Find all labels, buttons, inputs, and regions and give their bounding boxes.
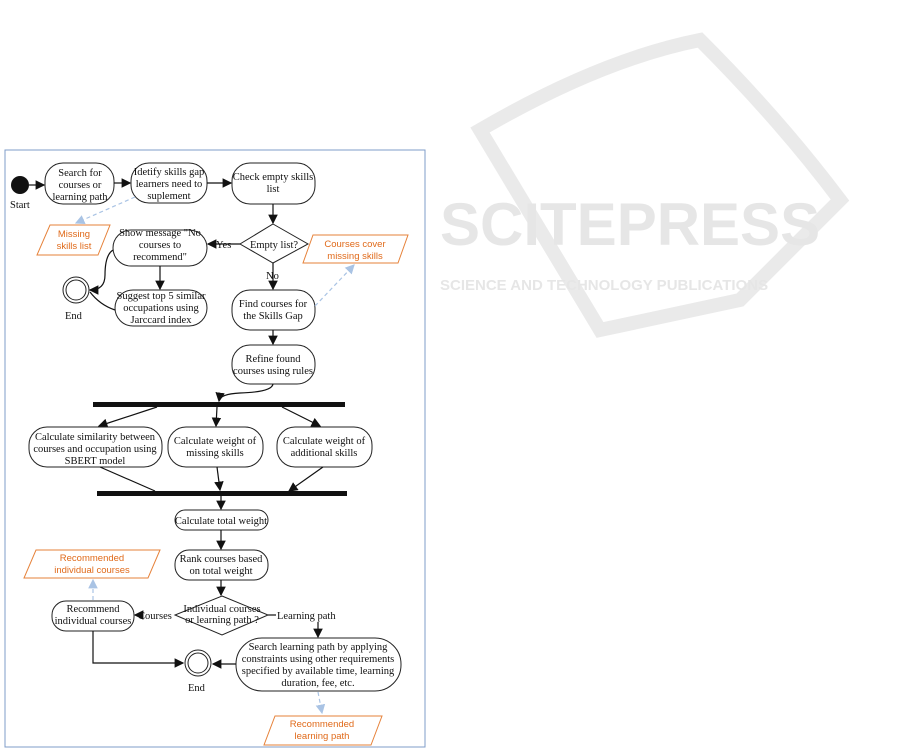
join-bar	[97, 491, 347, 496]
start-label: Start	[10, 200, 30, 211]
watermark-main: SCITEPRESS	[440, 191, 820, 258]
yes-label: Yes	[216, 240, 231, 251]
courses-label: Courses	[138, 611, 172, 622]
learning-path-label: Learning path	[277, 611, 336, 622]
start-node	[11, 176, 29, 194]
end-node-1	[62, 276, 90, 304]
node-total-weight: Calculate total weight	[174, 509, 269, 531]
svg-text:Calculate total weight: Calculate total weight	[175, 516, 267, 527]
svg-text:Search learning path by applyi: Search learning path by applyingconstrai…	[242, 642, 395, 689]
watermark-sub: SCIENCE AND TECHNOLOGY PUBLICATIONS	[440, 277, 768, 294]
end-label-1: End	[65, 311, 83, 322]
end-node-2	[184, 649, 212, 677]
decision-empty-list: Empty list?	[239, 223, 310, 264]
diagram-frame	[4, 149, 426, 748]
svg-text:Empty list?: Empty list?	[250, 240, 298, 251]
fork-bar	[93, 402, 345, 407]
watermark: SCITEPRESS SCIENCE AND TECHNOLOGY PUBLIC…	[440, 32, 850, 338]
end-label-2: End	[188, 683, 206, 694]
